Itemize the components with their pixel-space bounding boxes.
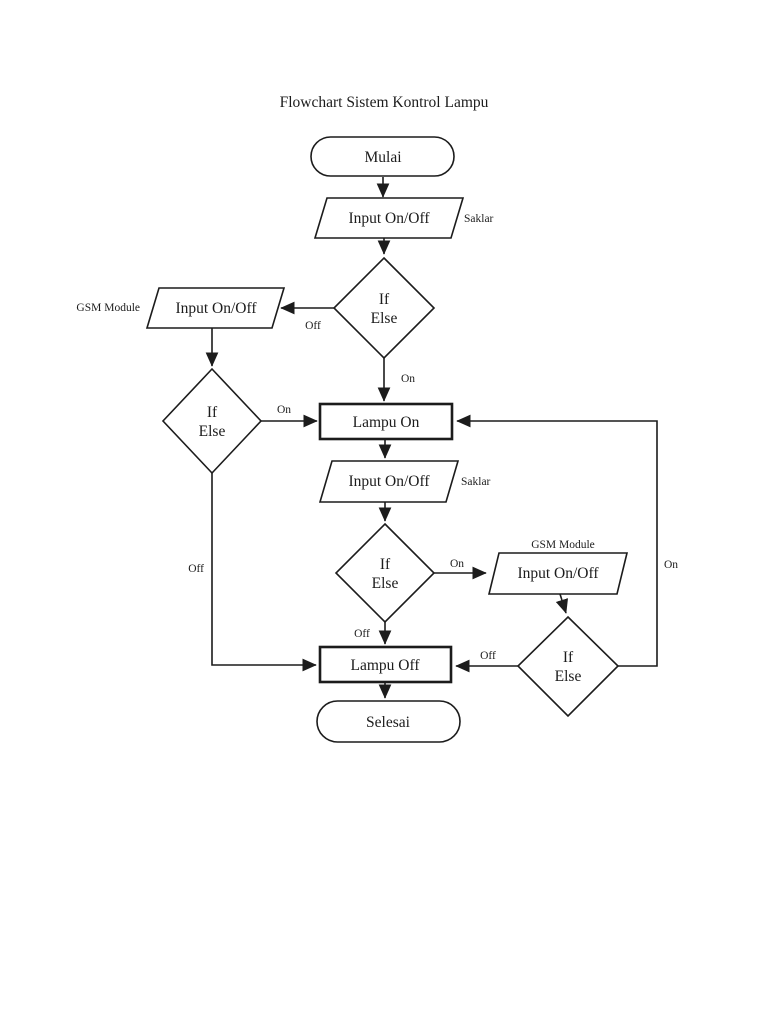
node-decision-top-line1: If	[379, 291, 390, 308]
diamond-shape	[161, 367, 263, 475]
diamond-shape	[332, 256, 436, 360]
edge-label-right-on: On	[664, 559, 678, 571]
process-shape	[318, 402, 454, 441]
terminator-shape	[310, 136, 455, 177]
edge-label-mid-off: Off	[354, 628, 370, 640]
edge-decision-left-off	[211, 473, 317, 672]
node-start-label: Mulai	[364, 149, 402, 166]
annotation-gsm-left: GSM Module	[76, 302, 140, 314]
process-shape	[318, 645, 453, 684]
node-end-label: Selesai	[366, 714, 411, 731]
node-decision-left-line1: If	[207, 404, 218, 421]
node-decision-top-line2: Else	[371, 310, 398, 327]
annotation-saklar-mid: Saklar	[461, 476, 491, 488]
node-lamp-on: Lampu On	[318, 402, 454, 441]
node-input-gsm-left-label: Input On/Off	[175, 300, 257, 317]
diamond-shape	[516, 615, 620, 718]
node-decision-right: If Else	[516, 615, 620, 718]
parallelogram-shape	[313, 197, 465, 239]
node-decision-left: If Else	[161, 367, 263, 475]
node-decision-right-line2: Else	[555, 668, 582, 685]
edge-label-left-on: On	[277, 404, 291, 416]
node-lamp-off-label: Lampu Off	[350, 657, 420, 674]
node-lamp-off: Lampu Off	[318, 645, 453, 684]
parallelogram-shape	[318, 460, 460, 503]
node-input-switch-mid: Input On/Off Saklar	[318, 460, 491, 503]
parallelogram-shape	[145, 287, 286, 329]
node-input-gsm-right-label: Input On/Off	[517, 565, 599, 582]
node-input-gsm-left: Input On/Off GSM Module	[76, 287, 286, 329]
node-input-switch-top-label: Input On/Off	[348, 210, 430, 227]
annotation-gsm-right: GSM Module	[531, 539, 595, 551]
edge-label-top-off: Off	[305, 320, 321, 332]
edge-labels: Off On On Off On Off Off On	[188, 320, 678, 662]
parallelogram-shape	[487, 552, 629, 595]
node-start: Mulai	[310, 136, 455, 177]
node-lamp-on-label: Lampu On	[353, 414, 420, 431]
flow-edges	[205, 177, 658, 699]
node-decision-right-line1: If	[563, 649, 574, 666]
edge-label-mid-on: On	[450, 558, 464, 570]
edge-label-left-off: Off	[188, 563, 204, 575]
node-decision-mid-line1: If	[380, 556, 391, 573]
edge-label-top-on: On	[401, 373, 415, 385]
annotation-saklar-top: Saklar	[464, 213, 494, 225]
diamond-shape	[334, 522, 436, 624]
node-input-gsm-right: Input On/Off GSM Module	[487, 539, 629, 595]
node-decision-top: If Else	[332, 256, 436, 360]
node-decision-mid-line2: Else	[372, 575, 399, 592]
edge-decision-right-on	[456, 414, 658, 667]
node-decision-mid: If Else	[334, 522, 436, 624]
node-end: Selesai	[316, 700, 461, 743]
edge-gsm-right-to-decision-right	[555, 593, 569, 614]
node-input-switch-top: Input On/Off Saklar	[313, 197, 494, 239]
terminator-shape	[316, 700, 461, 743]
node-decision-left-line2: Else	[199, 423, 226, 440]
node-input-switch-mid-label: Input On/Off	[348, 473, 430, 490]
page-title: Flowchart Sistem Kontrol Lampu	[280, 94, 489, 111]
edge-label-right-off: Off	[480, 650, 496, 662]
